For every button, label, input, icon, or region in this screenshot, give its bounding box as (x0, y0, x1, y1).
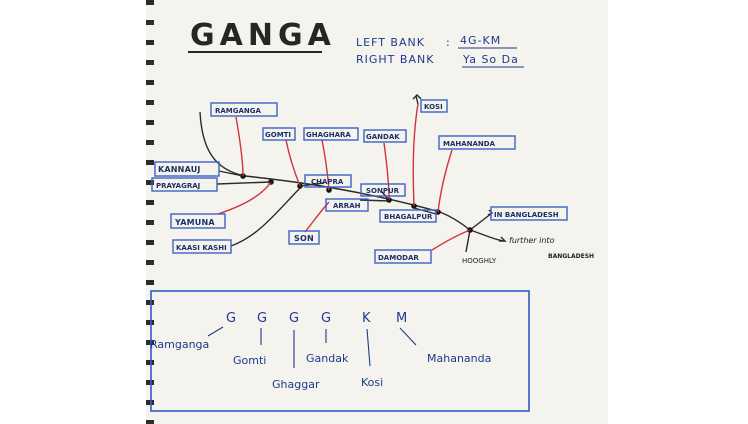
kannauj-pointer (218, 170, 244, 177)
kosi-arrowhead (412, 94, 422, 100)
gandak-box (363, 129, 407, 143)
right-bank-label: RIGHT BANK (356, 53, 434, 66)
chapra-pointer (299, 182, 325, 187)
mnemonic-kosi: Kosi (361, 376, 383, 389)
chapra-box (304, 174, 352, 188)
mnemonic-connector (366, 328, 371, 367)
mnemonic-letter: K (362, 311, 372, 326)
left-bank-value: 4G-KM (460, 34, 501, 47)
prayagraj-label: PRAYAGRAJ (156, 182, 200, 190)
mnemonic-connectors (207, 326, 417, 368)
damodar-box (374, 249, 432, 264)
hooghly-label: HOOGHLY (462, 257, 497, 265)
mnemonic-letter: G (321, 311, 332, 326)
kosi-arrow (415, 95, 419, 105)
spiral-binding (146, 0, 154, 424)
arrah-box (325, 198, 369, 212)
bhagalpur-pointer (413, 207, 437, 215)
left-bank-colon: : (446, 36, 451, 49)
mnemonic-letter: M (396, 311, 408, 326)
right-bank-value: Ya So Da (462, 53, 519, 66)
bangladesh-arrowhead (487, 209, 494, 216)
mnemonic-letter: G (226, 311, 237, 326)
son-label: SON (294, 234, 314, 243)
kannauj-label: KANNAUJ (158, 165, 201, 174)
ganga-main-stream (199, 111, 471, 231)
further-bangladesh-label: BANGLADESH (548, 253, 594, 260)
arrah-pointer (359, 199, 390, 202)
kashi-pointer (230, 187, 301, 247)
in-bangladesh-box (490, 206, 568, 221)
mnemonic-mahananda: Mahananda (427, 352, 491, 365)
son-stream (304, 201, 330, 233)
mnemonic-ramganga: Ramganga (150, 338, 209, 351)
further-label: further into (509, 236, 555, 245)
gomti-box (262, 127, 296, 141)
mahananda-box (438, 135, 516, 150)
damodar-label: DAMODAR (378, 254, 419, 262)
prayagraj-pointer (216, 181, 272, 185)
in-bangladesh-label: IN BANGLADESH (494, 211, 559, 219)
gomti-stream (285, 139, 301, 187)
son-box (288, 230, 320, 245)
mnemonic-connector (399, 327, 417, 346)
mnemonic-letter: G (257, 311, 268, 326)
further-arrowhead (499, 236, 507, 242)
mnemonic-gomti: Gomti (233, 354, 266, 367)
gandak-label: GANDAK (366, 133, 400, 141)
yamuna-box (170, 213, 226, 229)
ghaghara-label: GHAGHARA (306, 131, 351, 139)
chapra-label: CHAPRA (311, 178, 344, 186)
mnemonic-gandak: Gandak (306, 352, 349, 365)
left-bank-label: LEFT BANK (356, 36, 425, 49)
kashi-box (172, 239, 232, 254)
kosi-label: KOSI (424, 103, 443, 111)
page-title: GANGA (190, 18, 336, 53)
kosi-box (420, 99, 448, 113)
prayagraj-box (151, 177, 218, 192)
hooghly-branch (465, 229, 471, 253)
sonpur-label: SONPUR (366, 187, 400, 195)
gomti-label: GOMTI (265, 131, 291, 139)
ramganga-stream (235, 116, 244, 177)
yamuna-label: YAMUNA (174, 218, 215, 227)
ganga-branch-further (469, 229, 506, 242)
mnemonic-letter: G (289, 311, 300, 326)
kashi-label: KAASI KASHI (176, 244, 227, 252)
bhagalpur-box (379, 209, 437, 223)
sonpur-box (360, 183, 406, 197)
mahananda-stream (437, 149, 453, 213)
mnemonic-box (150, 290, 530, 412)
yamuna-stream (217, 181, 272, 215)
mahananda-label: MAHANANDA (443, 140, 496, 148)
bhagalpur-label: BHAGALPUR (384, 213, 433, 221)
mnemonic-ghaggar: Ghaggar (272, 378, 320, 391)
ganga-branch-bangladesh (469, 212, 493, 231)
damodar-stream (431, 229, 471, 251)
arrah-label: ARRAH (333, 202, 361, 210)
kannauj-box (154, 161, 220, 177)
ghaghara-box (303, 127, 359, 141)
ramganga-label: RAMGANGA (215, 107, 262, 115)
ramganga-box (210, 102, 278, 117)
kosi-stream (412, 103, 419, 207)
mnemonic-connector (207, 326, 224, 337)
